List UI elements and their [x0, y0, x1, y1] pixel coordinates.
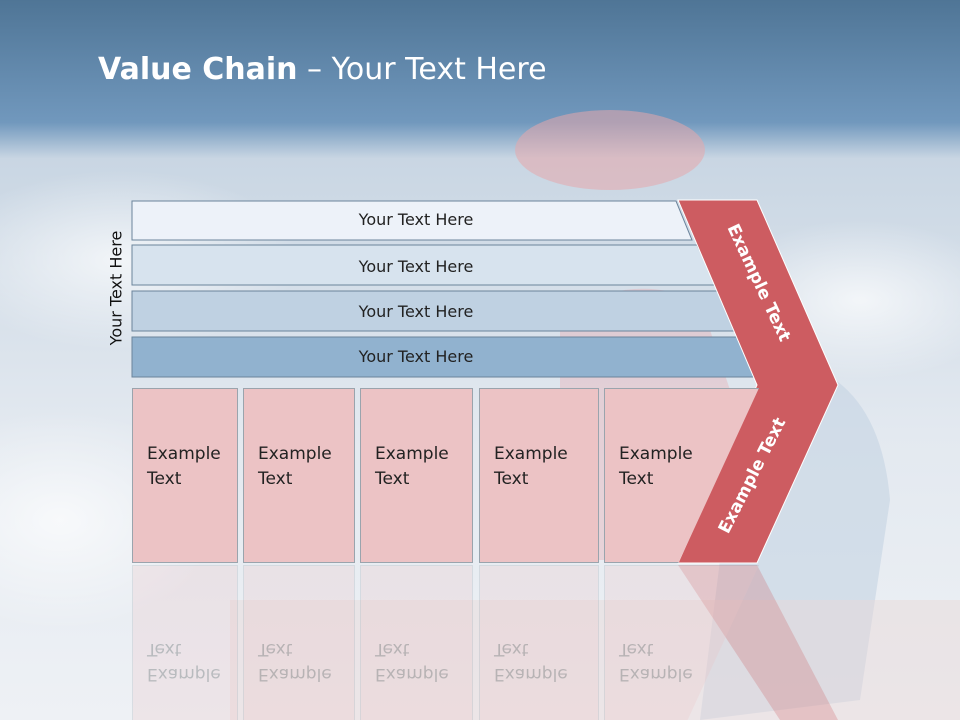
support-row-4: Your Text Here [131, 336, 764, 378]
slide-title: Value Chain – Your Text Here [98, 52, 547, 87]
support-row-4-label: Your Text Here [358, 347, 474, 366]
chevron-arrow [677, 199, 839, 564]
support-row-1-label: Your Text Here [358, 210, 474, 229]
chevron-reflection [678, 565, 838, 720]
support-row-1: Your Text Here [131, 200, 693, 241]
support-row-2-label: Your Text Here [358, 257, 474, 276]
title-bold: Value Chain [98, 52, 298, 87]
support-row-3: Your Text Here [131, 290, 740, 332]
title-rest: – Your Text Here [297, 52, 547, 87]
support-row-1-shape [131, 200, 693, 241]
support-row-3-label: Your Text Here [358, 302, 474, 321]
support-row-2: Your Text Here [131, 244, 717, 286]
